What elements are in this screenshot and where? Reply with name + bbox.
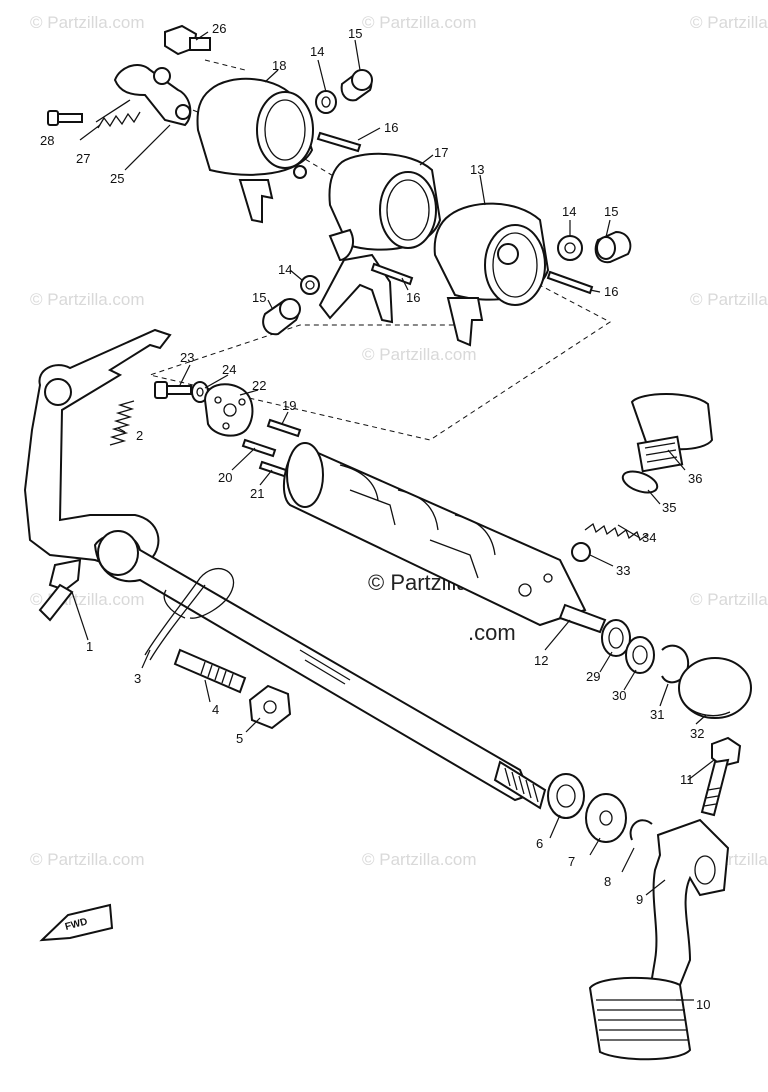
callout-15-middle: 15 — [252, 290, 266, 305]
callout-26: 26 — [212, 21, 226, 36]
callout-14-top: 14 — [310, 44, 324, 59]
roller-15-right — [594, 230, 632, 264]
callout-16-middle: 16 — [406, 290, 420, 305]
callout-35: 35 — [662, 500, 676, 515]
shift-cam-12 — [282, 442, 607, 634]
watermark: © Partzilla.com — [690, 290, 768, 309]
bearing-30 — [625, 636, 655, 674]
callout-16-right: 16 — [604, 284, 618, 299]
callout-18: 18 — [272, 58, 286, 73]
spring-2 — [109, 400, 135, 446]
callout-16-top: 16 — [384, 120, 398, 135]
callout-33: 33 — [616, 563, 630, 578]
callout-27: 27 — [76, 151, 90, 166]
callout-15-right: 15 — [604, 204, 618, 219]
callout-19: 19 — [282, 398, 296, 413]
guide-bar-16-right — [546, 270, 594, 295]
washer-14-right — [557, 235, 583, 261]
spring-27 — [95, 99, 141, 129]
pin-20 — [241, 438, 277, 458]
callout-10: 10 — [696, 997, 710, 1012]
callout-31: 31 — [650, 707, 664, 722]
bolt-11 — [700, 736, 742, 817]
callout-14-middle: 14 — [278, 262, 292, 277]
callout-13: 13 — [470, 162, 484, 177]
callout-32: 32 — [690, 726, 704, 741]
pedal-rubber-10 — [588, 976, 692, 1061]
callout-30: 30 — [612, 688, 626, 703]
watermark: © Partzilla.com — [690, 13, 768, 32]
callout-6: 6 — [536, 836, 543, 851]
callout-34: 34 — [642, 530, 656, 545]
callout-11: 11 — [680, 772, 694, 787]
callout-23: 23 — [180, 350, 194, 365]
cap-32 — [678, 657, 752, 719]
washer-7 — [585, 793, 627, 843]
roller-15-top — [340, 69, 373, 102]
gasket-35 — [621, 470, 659, 494]
callout-22: 22 — [252, 378, 266, 393]
callout-3: 3 — [134, 671, 141, 686]
return-spring-3 — [144, 568, 235, 661]
callout-7: 7 — [568, 854, 575, 869]
callout-5: 5 — [236, 731, 243, 746]
callout-14-right: 14 — [562, 204, 576, 219]
leader-lines — [71, 31, 715, 1001]
watermark: © Partzilla.com — [690, 590, 768, 609]
shift-fork-13 — [433, 202, 550, 347]
circlip-8 — [629, 819, 653, 841]
callout-20: 20 — [218, 470, 232, 485]
bolt-26 — [164, 24, 211, 56]
spring-34 — [584, 522, 649, 542]
shift-fork-17 — [318, 152, 442, 324]
watermark: © Partzilla.com — [362, 850, 477, 869]
pin-28 — [47, 110, 83, 126]
callout-15-top: 15 — [348, 26, 362, 41]
oil-seal-6 — [547, 773, 585, 819]
callout-1: 1 — [86, 639, 93, 654]
pin-19 — [266, 418, 302, 438]
callout-12: 12 — [534, 653, 548, 668]
callout-21: 21 — [250, 486, 264, 501]
watermark-center: .com — [468, 620, 516, 645]
washer-14-top — [315, 90, 337, 114]
washer-29 — [601, 619, 631, 657]
callout-29: 29 — [586, 669, 600, 684]
callout-8: 8 — [604, 874, 611, 889]
watermark: © Partzilla.com — [30, 290, 145, 309]
callout-24: 24 — [222, 362, 236, 377]
circlip-31 — [661, 644, 690, 684]
callout-2: 2 — [136, 428, 143, 443]
segment-22 — [203, 383, 254, 437]
washer-14-middle — [300, 275, 320, 295]
guide-bar-16-top — [316, 131, 362, 153]
shift-fork-18 — [196, 77, 314, 224]
change-pedal-9 — [648, 818, 730, 992]
callout-28: 28 — [40, 133, 54, 148]
callout-labels: 1 2 3 4 5 6 7 8 9 10 11 12 13 14 14 14 1… — [40, 21, 710, 1012]
shift-shaft-1 — [23, 328, 547, 810]
nut-5 — [248, 684, 292, 730]
callout-17: 17 — [434, 145, 448, 160]
ball-33 — [571, 542, 591, 562]
watermark: © Partzilla.com — [30, 13, 145, 32]
callout-36: 36 — [688, 471, 702, 486]
watermark: © Partzilla.com — [362, 345, 477, 364]
screw-23 — [154, 381, 192, 399]
callout-25: 25 — [110, 171, 124, 186]
watermark: © Partzilla.com — [362, 13, 477, 32]
callout-9: 9 — [636, 892, 643, 907]
stud-bolt-4 — [173, 648, 247, 694]
stopper-lever-25 — [113, 64, 192, 127]
plug-bolt-36 — [630, 393, 714, 473]
callout-4: 4 — [212, 702, 219, 717]
roller-15-middle — [262, 298, 301, 336]
watermark: © Partzilla.com — [30, 850, 145, 869]
forward-arrow: FWD — [39, 903, 114, 942]
